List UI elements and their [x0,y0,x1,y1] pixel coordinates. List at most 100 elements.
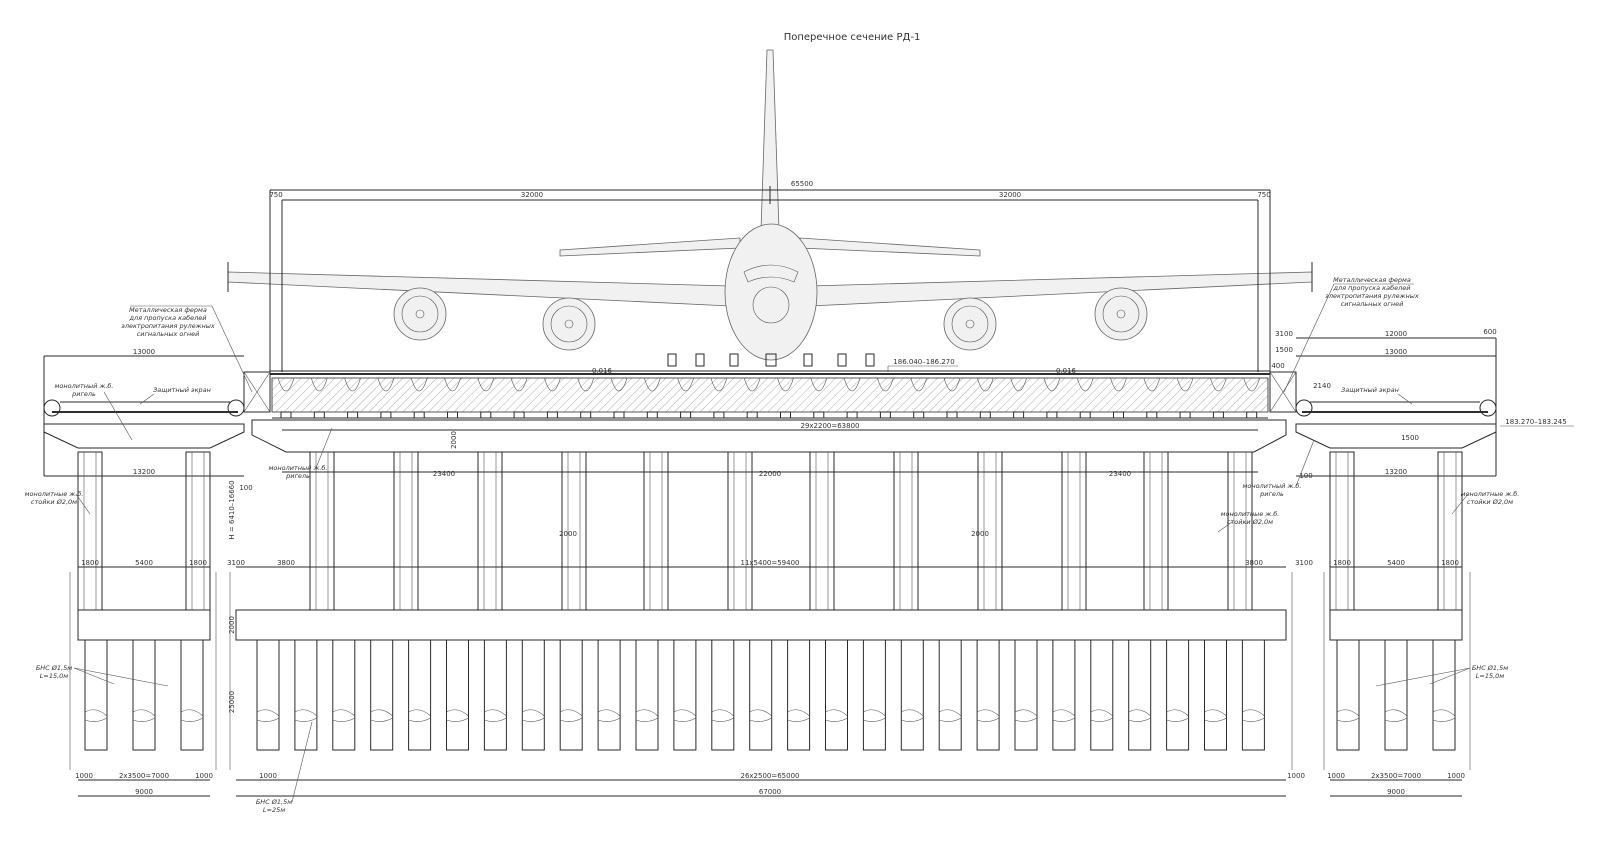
dim-top-right-edge: 750 [1257,191,1270,199]
dim-right-3100: 3100 [1275,330,1293,338]
pile [1432,639,1456,751]
pile [84,639,108,751]
rib-bearing [313,411,325,419]
rib-void [1043,377,1061,392]
pile-caps [69,572,1471,770]
rib-void [1176,377,1194,392]
pile [1336,639,1360,751]
rib-bearing [613,411,625,419]
svg-text:монолитный ж.б.: монолитный ж.б. [269,464,328,472]
pile-break [1128,709,1151,722]
dim-top-left-edge: 750 [269,191,282,199]
pile-break [976,709,1000,722]
rib-bearing [546,411,558,419]
column [477,451,503,611]
landing-gear [667,353,875,367]
pile-break [1336,709,1360,722]
pile-break [1014,709,1038,722]
pile [635,639,659,751]
center-crossbeam [251,419,1287,453]
svg-text:монолитный ж.б.: монолитный ж.б. [1243,482,1302,490]
rib-bearing [780,411,791,419]
pile-break [787,709,810,722]
rib-bearing [1179,411,1191,419]
pile-break [1204,709,1227,722]
note-beam-right: монолитный ж.б. ригель [1243,439,1315,498]
elev-top: 186.040–186.270 [893,358,954,366]
pile [132,639,156,751]
rib-void [943,377,961,392]
pile [900,639,924,751]
pile [673,639,697,751]
pile [862,639,886,751]
dim-gap-100-left: 100 [239,484,252,492]
pile [976,639,1000,751]
svg-text:электропитания рулежных: электропитания рулежных [1325,292,1419,300]
svg-text:БНС Ø1,5м: БНС Ø1,5м [36,664,72,672]
svg-text:сигнальных огней: сигнальных огней [137,330,200,338]
svg-text:БНС Ø1,5м: БНС Ø1,5м [256,798,292,806]
rib-bearing [680,411,692,419]
svg-text:монолитный ж.б.: монолитный ж.б. [55,382,114,390]
dim-left-9000: 9000 [135,788,153,796]
rib-bearing [1113,411,1124,419]
rib-void [344,377,361,392]
pile [711,639,735,751]
dim-right-1000-a: 1000 [1327,772,1345,780]
note-beam-center: монолитный ж.б. ригель [269,427,333,480]
rib-bearing [913,411,925,419]
column [643,451,669,611]
dim-span-23400-right: 23400 [1109,470,1131,478]
svg-text:для пропуска кабелей: для пропуска кабелей [129,314,207,322]
rib-void [1110,377,1127,392]
pile-break [901,709,924,722]
dim-left-1800-b: 1800 [189,559,207,567]
pile-break [1384,709,1408,722]
rib-void [810,377,828,392]
dim-right-5400: 5400 [1387,559,1405,567]
dim-pile-25000: 25000 [228,691,236,713]
pile-break [1166,709,1189,722]
note-piles-center: БНС Ø1,5м L=25м [256,721,313,814]
svg-text:Металлическая ферма: Металлическая ферма [1333,276,1411,284]
rib-void [610,377,628,392]
pile [1090,639,1114,751]
dim-mid-3800-r: 3800 [1245,559,1263,567]
svg-text:Защитный экран: Защитный экран [1341,386,1399,394]
rib-void [1210,377,1227,392]
dim-mid-1000-r: 1000 [1287,772,1305,780]
engine-inner-left [542,297,596,351]
svg-text:L=25м: L=25м [263,806,285,814]
rib-void [577,377,594,392]
dim-mid-3100-r: 3100 [1295,559,1313,567]
dim-mid-67000: 67000 [759,788,781,796]
svg-text:монолитные ж.б.: монолитные ж.б. [1221,510,1280,518]
pile [256,639,280,751]
pile-break [1052,709,1076,722]
slope-left: 0.016 [592,367,613,375]
engine-outer-left [393,287,447,341]
note-beam-left: монолитный ж.б. ригель [55,382,133,441]
rib-bearing [813,411,825,419]
column [809,451,835,611]
pile [294,639,318,751]
note-truss-right: Металлическая ферма для пропуска кабелей… [1283,276,1419,393]
rib-void [644,377,661,392]
pile-break [484,709,507,722]
note-screen-left: Защитный экран [139,386,211,405]
rib-void [277,377,295,392]
pile-break [635,709,659,722]
dim-col-2000-b: 2000 [971,530,989,538]
rib-bearing [1146,411,1158,419]
rib-bearing [513,411,525,419]
pile-break [863,709,886,722]
pile-break [294,709,318,722]
elev-right: 183.270–183.245 [1505,418,1566,426]
dim-cap-2000: 2000 [228,616,236,634]
pile-break [711,709,735,722]
dim-right-400: 400 [1271,362,1284,370]
aircraft-silhouette [227,49,1313,367]
note-truss-left: Металлическая ферма для пропуска кабелей… [121,305,253,393]
right-deck [1269,337,1497,477]
